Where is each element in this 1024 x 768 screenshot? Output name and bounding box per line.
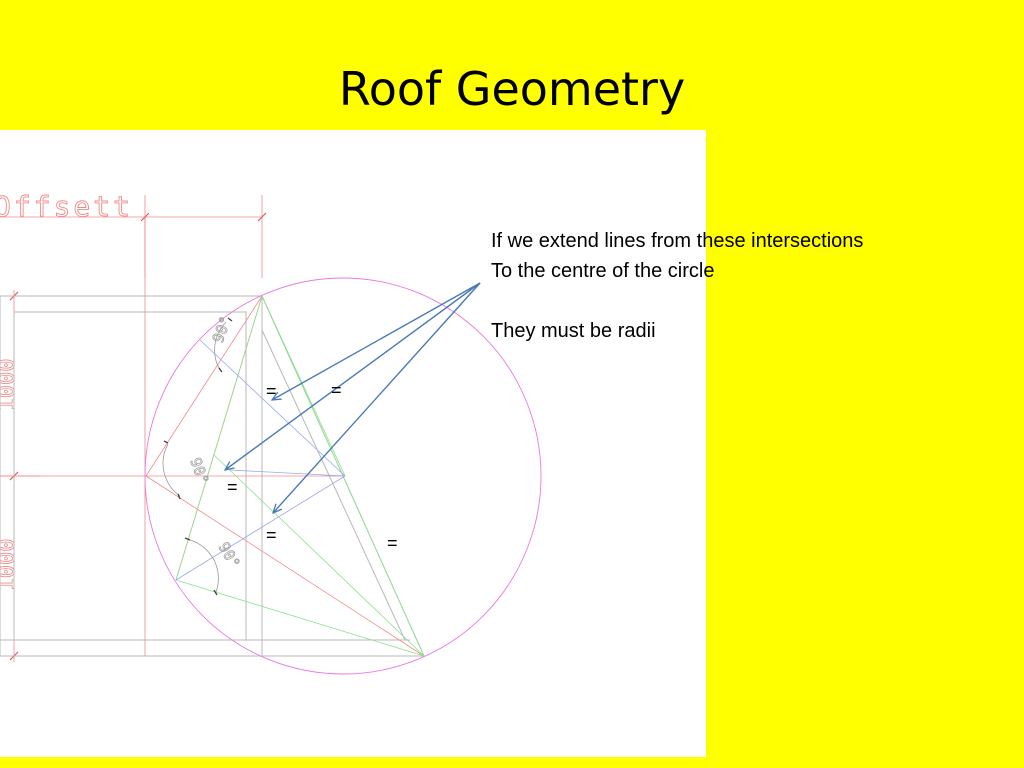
construction-lines-blue [175,339,346,581]
dimension-lower-label: 1000 [0,539,20,592]
annotation-spacer [491,286,863,316]
annotation-line-1: If we extend lines from these intersecti… [491,230,864,252]
equal-mark-1: = [266,381,277,401]
arrow-2 [225,282,481,470]
equal-mark-5: = [387,533,398,553]
slide-title: Roof Geometry [338,62,686,116]
angle-label-3: 90° [215,539,244,571]
construction-lines-green [175,295,425,657]
annotation-text: If we extend lines from these intersecti… [491,226,863,346]
radius-arrows [225,282,481,513]
equal-mark-2: = [331,380,342,400]
annotation-line-3: They must be radii [491,320,656,342]
equal-mark-3: = [227,477,238,497]
angle-label-1: 90° [209,314,235,346]
arrow-1 [272,282,481,400]
dimension-upper-label: 1000 [0,359,20,412]
angle-ticks [163,317,233,596]
angle-label-2: 90° [186,455,212,487]
construction-lines-red [0,217,425,657]
annotation-line-2: To the centre of the circle [491,260,715,282]
roof-circle [144,277,542,675]
equal-mark-4: = [266,525,277,545]
offset-dimension: Offsett [0,190,267,278]
arrow-3 [273,282,481,513]
offset-label: Offsett [0,190,133,223]
angle-arcs [162,321,227,593]
drawing-panel [0,130,706,757]
